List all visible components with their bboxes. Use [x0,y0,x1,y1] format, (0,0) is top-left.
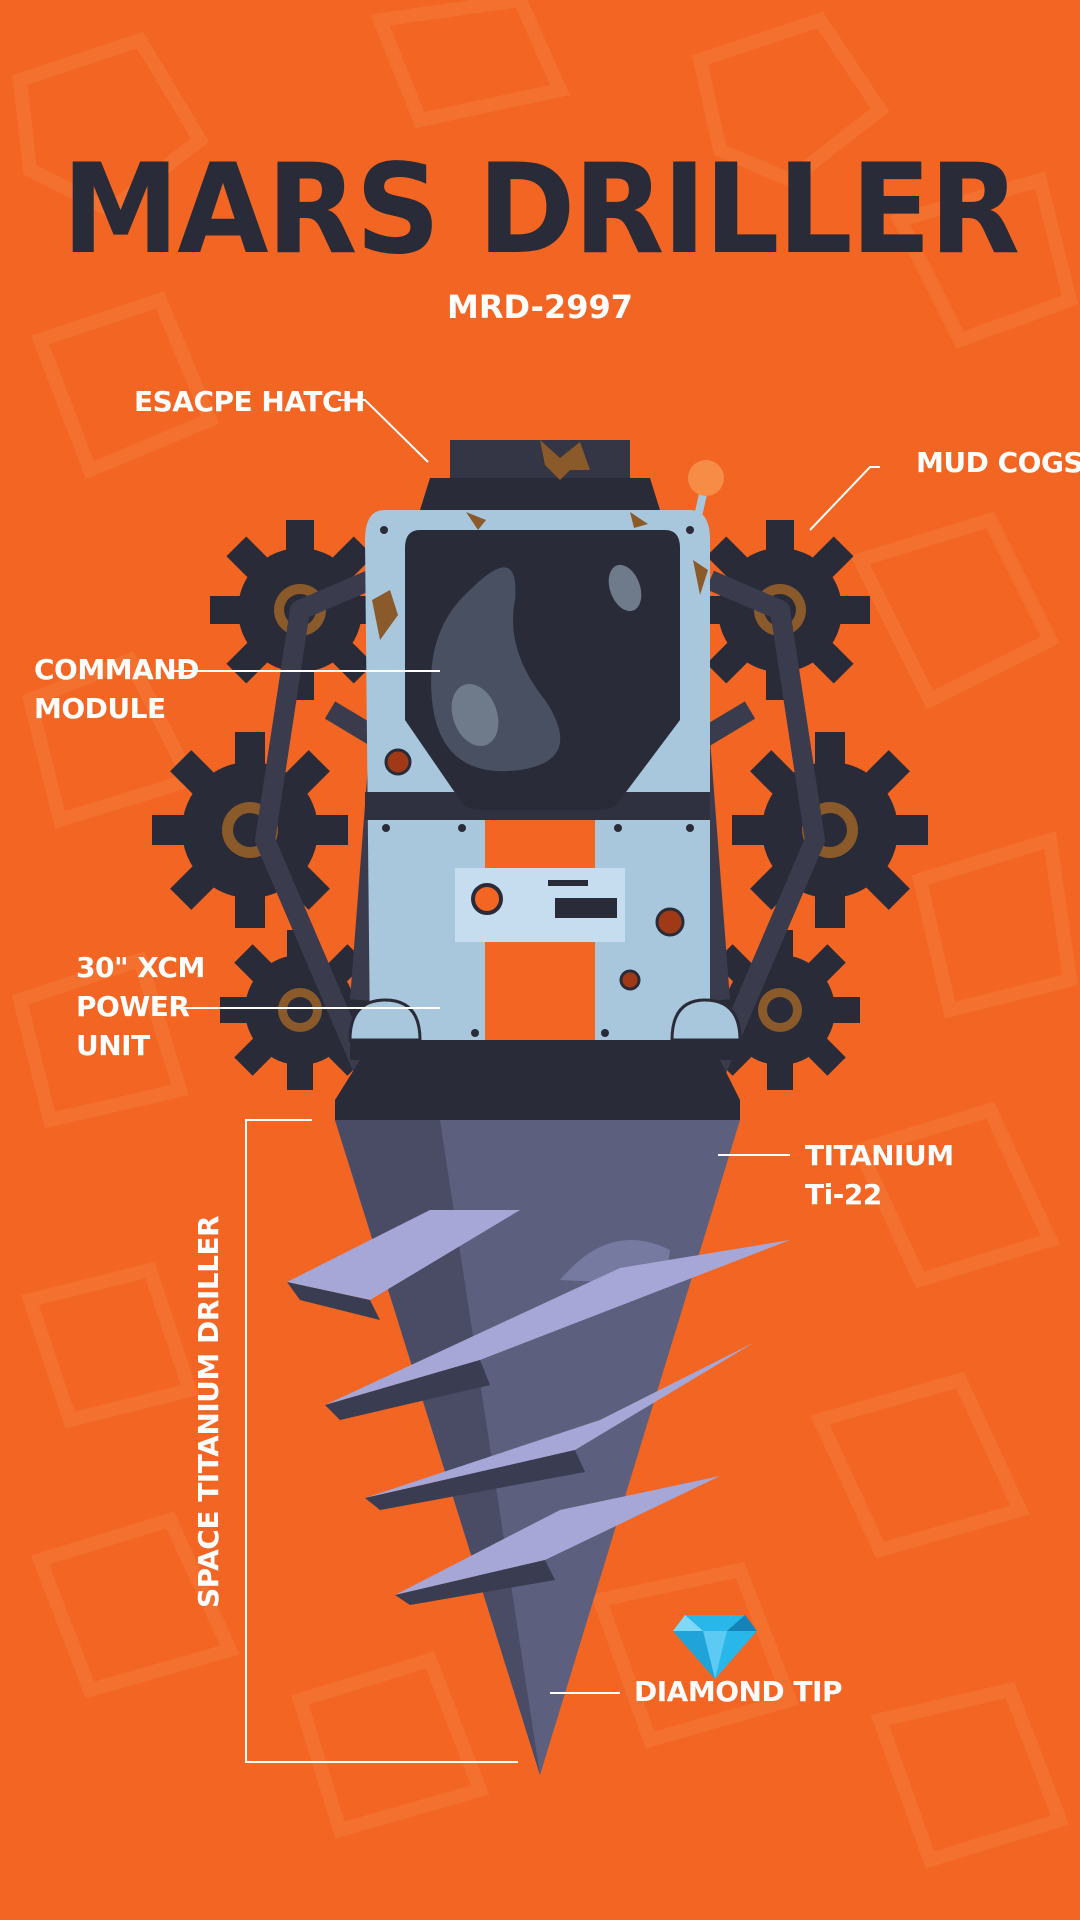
page-title: MARS DRILLER [61,136,1020,282]
label-escape-hatch: ESACPE HATCH [134,385,365,418]
command-module [348,510,742,1060]
label-power-unit: 30" XCM POWER UNIT [76,948,205,1065]
label-titanium: TITANIUM Ti-22 [805,1136,954,1214]
label-titanium-line1: TITANIUM [805,1139,954,1172]
label-space-titanium-driller: SPACE TITANIUM DRILLER [192,1215,225,1608]
label-command-module-line2: MODULE [34,692,166,725]
model-number: MRD-2997 [447,288,633,326]
label-command-module-line1: COMMAND [34,653,199,686]
label-mud-cogs: MUD COGS [916,446,1080,479]
label-titanium-line2: Ti-22 [805,1178,882,1211]
label-power-unit-line3: UNIT [76,1029,150,1062]
label-diamond-tip: DIAMOND TIP [634,1675,842,1708]
label-power-unit-line2: POWER [76,990,190,1023]
diamond-icon [673,1615,757,1679]
drill-bit-icon [287,1120,790,1775]
window-icon [405,530,680,810]
label-command-module: COMMAND MODULE [34,650,199,728]
escape-hatch [420,440,660,510]
label-power-unit-line1: 30" XCM [76,951,205,984]
